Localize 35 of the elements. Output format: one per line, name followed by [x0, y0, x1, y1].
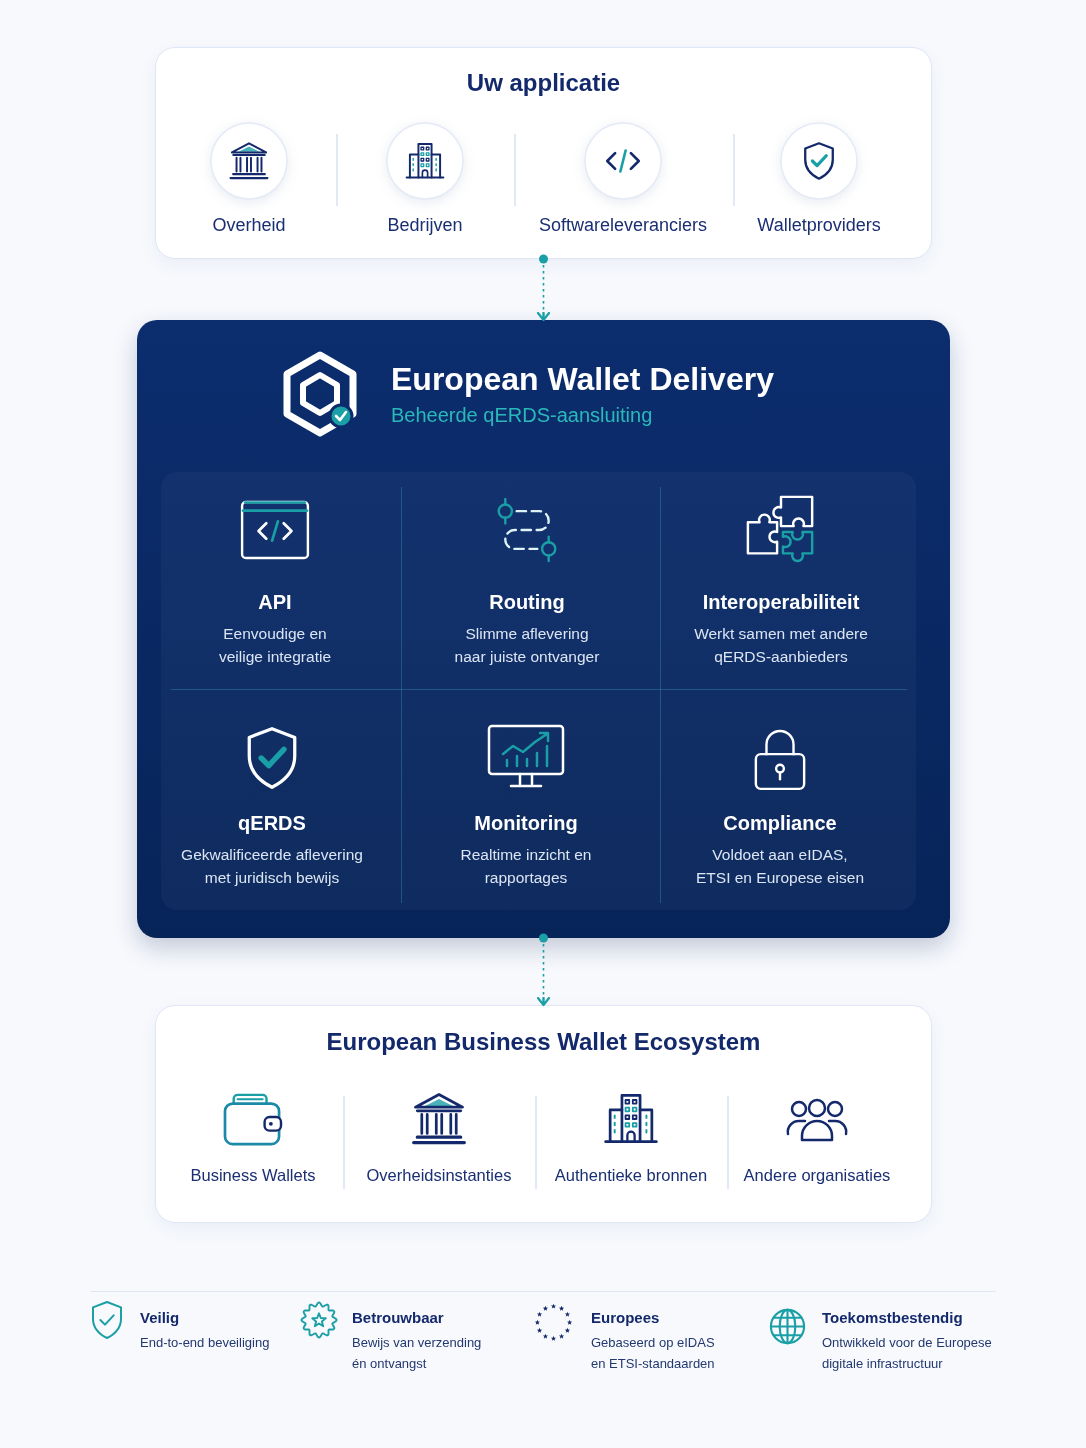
- main-title: European Wallet Delivery: [391, 360, 774, 398]
- item-label: Business Wallets: [190, 1165, 316, 1186]
- item-label: Overheidsinstanties: [366, 1165, 512, 1186]
- item-label: Andere organisaties: [743, 1165, 891, 1186]
- item-label: Overheid: [212, 214, 286, 236]
- feature-title: API: [258, 590, 292, 614]
- panel-card: [155, 1005, 932, 1223]
- feature-description: Werkt samen met andere qERDS-aanbieders: [693, 624, 869, 667]
- feature-title: Monitoring: [474, 811, 578, 835]
- panel-title: Uw applicatie: [466, 68, 621, 98]
- panel-title: European Business Wallet Ecosystem: [326, 1027, 761, 1057]
- feature-title: Interoperabiliteit: [702, 590, 860, 614]
- feature-description: Gebaseerd op eIDAS en ETSI-standaarden: [591, 1334, 716, 1373]
- item-label: Authentieke bronnen: [554, 1165, 708, 1186]
- feature-title: qERDS: [238, 811, 306, 835]
- main-panel: [137, 320, 950, 938]
- item-label: Bedrijven: [387, 214, 463, 236]
- feature-description: Ontwikkeld voor de Europese digitale infrastructuur: [822, 1334, 993, 1373]
- feature-heading: Europees: [591, 1309, 660, 1327]
- feature-description: Eenvoudige en veilige integratie: [218, 624, 332, 667]
- feature-description: Bewijs van verzending én ontvangst: [352, 1334, 483, 1373]
- feature-title: Compliance: [723, 811, 837, 835]
- subtitle: Beheerde qERDS-aansluiting: [391, 403, 653, 427]
- feature-heading: Toekomstbestendig: [822, 1309, 963, 1327]
- feature-description: End-to-end beveiliging: [140, 1334, 270, 1352]
- feature-description: Slimme aflevering naar juiste ontvanger: [453, 624, 601, 667]
- feature-description: Gekwalificeerde aflevering met juridisch bewijs: [180, 845, 364, 888]
- feature-heading: Veilig: [140, 1309, 180, 1327]
- feature-title: Routing: [489, 590, 565, 614]
- panel-card: [155, 47, 932, 259]
- feature-description: Voldoet aan eIDAS, ETSI en Europese eisen: [695, 845, 865, 888]
- feature-description: Realtime inzicht en rapportages: [459, 845, 593, 888]
- feature-heading: Betrouwbaar: [352, 1309, 444, 1327]
- item-label: Walletproviders: [757, 214, 881, 236]
- item-label: Softwareleveranciers: [538, 214, 708, 236]
